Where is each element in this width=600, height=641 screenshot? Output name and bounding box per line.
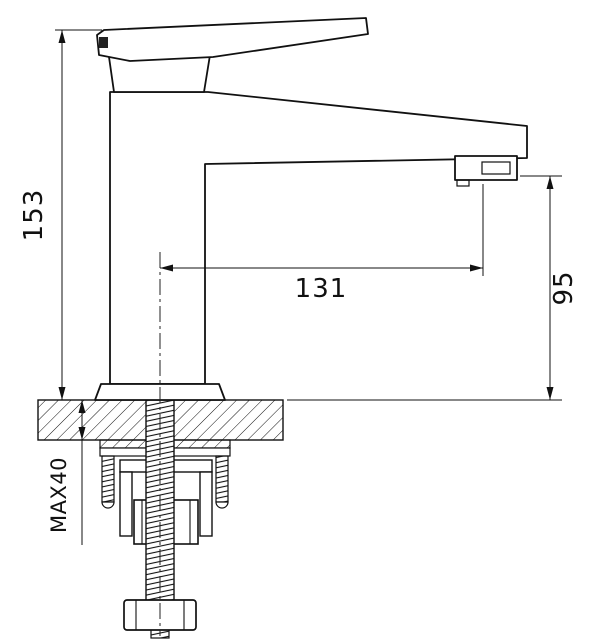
lever-handle [96, 17, 369, 62]
dimension-spout-reach: 131 [160, 184, 484, 304]
aerator-tip [456, 179, 470, 187]
mounting-stud-left [101, 455, 115, 509]
faucet-outline [94, 17, 528, 401]
dimension-outlet-height: 95 [287, 175, 579, 401]
dimension-total-height: 153 [19, 29, 102, 400]
dim-label-95: 95 [549, 270, 579, 305]
dim-label-max40: MAX40 [47, 457, 71, 533]
dim-label-153: 153 [19, 189, 49, 242]
dim-label-131: 131 [295, 274, 348, 304]
temp-indicator [99, 37, 108, 48]
faucet-body-spout [109, 91, 528, 385]
spout-outlet [454, 155, 518, 187]
mounting-stud-right [215, 455, 229, 509]
aerator-insert [481, 161, 511, 175]
dimension-max-thickness: MAX40 [47, 400, 86, 545]
